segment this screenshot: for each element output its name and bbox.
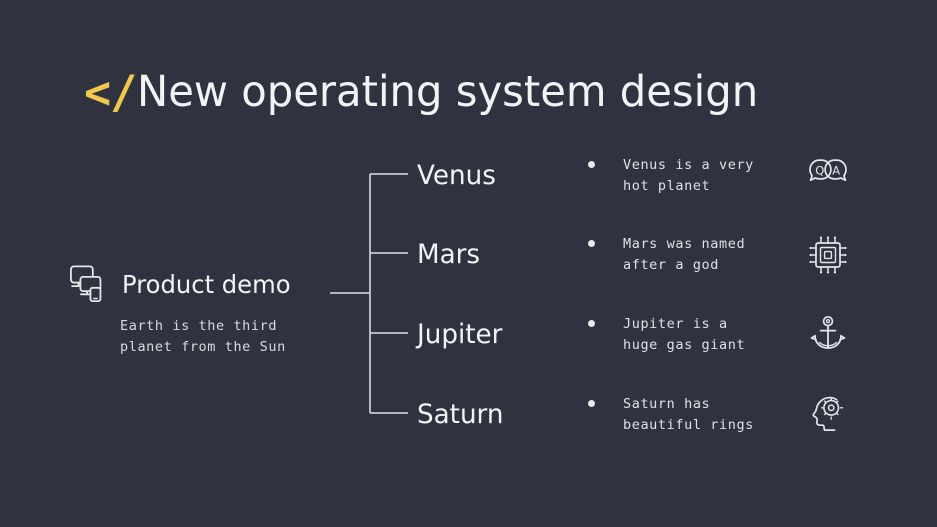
description-venus: Venus is a very hot planet [623,157,754,195]
devices-icon [70,265,102,303]
list-item: Jupiter is a huge gas giant [588,314,888,357]
root-node: Product demo Earth is the third planet f… [68,264,328,358]
qa-bubbles-icon: Q A [806,153,850,197]
list-item: Saturn has beautiful rings [588,394,888,437]
description-saturn: Saturn has beautiful rings [623,396,754,434]
branch-label-mars: Mars [417,239,481,270]
microchip-icon [806,233,850,277]
svg-text:A: A [832,163,840,177]
branch-label-venus: Venus [417,160,496,191]
code-tag-accent-icon: </ [84,65,137,119]
svg-text:Q: Q [815,163,824,177]
tree-connectors [330,173,408,414]
bullet-icon [588,320,595,327]
bullet-icon [588,240,595,247]
list-item: Venus is a very hot planet [588,155,888,198]
bullet-icon [588,161,595,168]
description-jupiter: Jupiter is a huge gas giant [623,316,746,354]
root-node-title: Product demo [122,269,291,299]
list-item: Mars was named after a god [588,234,888,277]
anchor-icon [806,313,850,357]
root-node-header: Product demo [68,264,328,304]
page-title: </ New operating system design [84,62,778,122]
description-mars: Mars was named after a god [623,236,746,274]
head-gear-icon [806,392,850,436]
page-title-text: New operating system design [137,66,759,117]
bullet-icon [588,400,595,407]
branch-label-saturn: Saturn [417,399,504,430]
branch-label-jupiter: Jupiter [417,319,503,350]
root-node-subtitle: Earth is the third planet from the Sun [120,318,286,355]
